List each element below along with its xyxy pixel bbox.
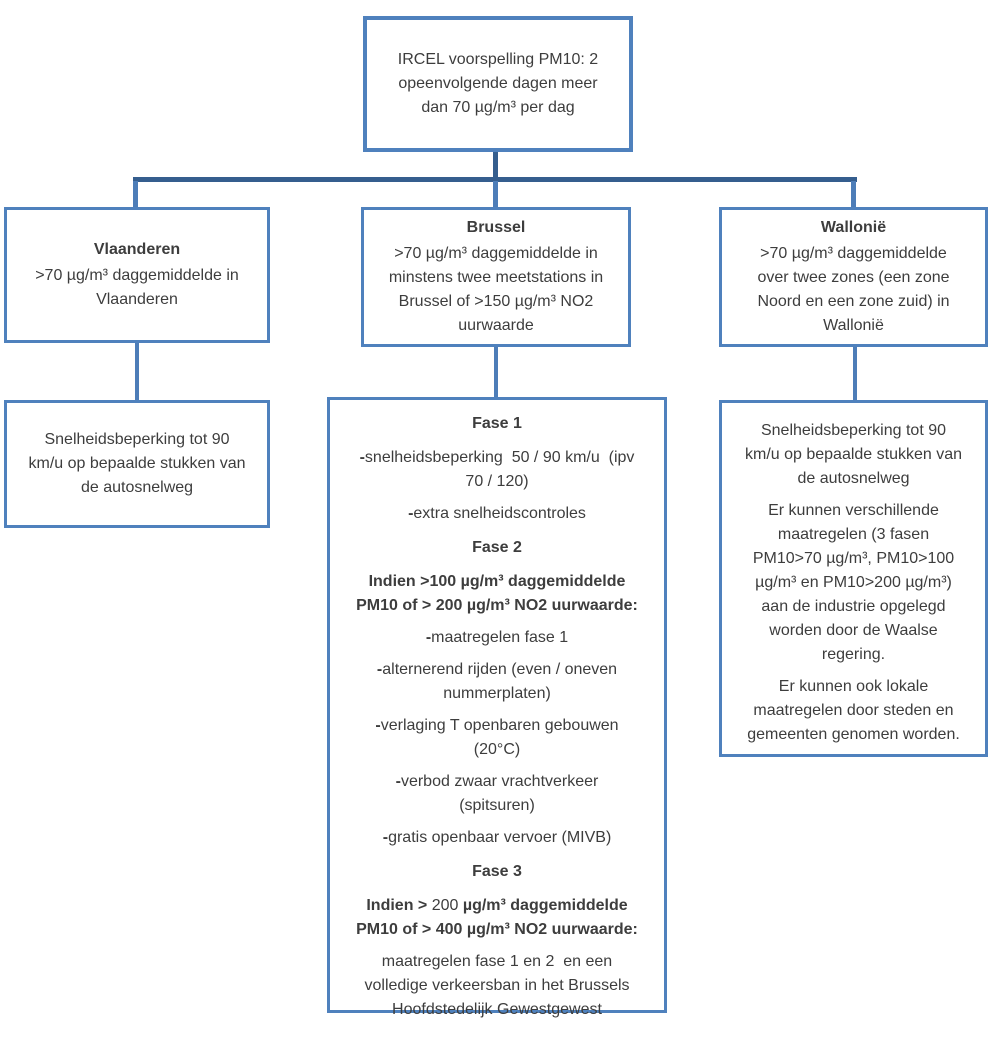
connector-wallonie-measures	[853, 347, 857, 400]
region-box-brussel: Brussel >70 µg/m³ daggemiddelde in minst…	[361, 207, 631, 347]
region-box-vlaanderen: Vlaanderen >70 µg/m³ daggemiddelde in Vl…	[4, 207, 270, 343]
connector-drop-vlaanderen	[133, 181, 138, 208]
dash-bullet: -	[425, 629, 432, 646]
measure-item: Snelheidsbeperking tot 90 km/u op bepaal…	[744, 422, 963, 487]
measures-box-vlaanderen: Snelheidsbeperking tot 90 km/u op bepaal…	[4, 400, 270, 528]
region-title-wallonie: Wallonië	[820, 219, 887, 236]
root-condition-box: IRCEL voorspelling PM10: 2 opeenvolgende…	[363, 16, 633, 152]
fase3-heading: Fase 3	[472, 863, 522, 880]
dash-bullet: -	[375, 717, 381, 734]
connector-root-stem	[493, 152, 498, 181]
measure-item: Er kunnen ook lokale maatregelen door st…	[747, 678, 960, 743]
region-box-wallonie: Wallonië >70 µg/m³ daggemiddelde over tw…	[719, 207, 988, 347]
region-criteria-wallonie: >70 µg/m³ daggemiddelde over twee zones …	[757, 245, 950, 334]
measures-box-brussel: Fase 1 -snelheidsbeperking 50 / 90 km/u …	[327, 397, 667, 1018]
fase2-heading: Fase 2	[472, 539, 522, 556]
measure-item: -snelheidsbeperking 50 / 90 km/u (ipv 70…	[359, 449, 635, 490]
root-condition-text: IRCEL voorspelling PM10: 2 opeenvolgende…	[397, 51, 599, 116]
region-criteria-vlaanderen: >70 µg/m³ daggemiddelde in Vlaanderen	[35, 267, 239, 308]
connector-vlaanderen-measures	[135, 343, 139, 400]
measure-item: -extra snelheidscontroles	[408, 505, 586, 522]
dash-bullet: -	[359, 449, 365, 466]
region-title-brussel: Brussel	[466, 219, 526, 236]
measures-box-wallonie: Snelheidsbeperking tot 90 km/u op bepaal…	[719, 400, 988, 757]
dash-bullet: -	[382, 829, 389, 846]
measure-item: Snelheidsbeperking tot 90 km/u op bepaal…	[28, 431, 246, 496]
dash-bullet: -	[408, 505, 414, 522]
region-criteria-brussel: >70 µg/m³ daggemiddelde in minstens twee…	[388, 245, 604, 334]
fase2-condition: Indien >100 µg/m³ daggemiddelde PM10 of …	[356, 573, 638, 614]
measure-item: -maatregelen fase 1	[425, 629, 569, 646]
region-title-vlaanderen: Vlaanderen	[93, 241, 181, 258]
connector-drop-wallonie	[851, 181, 856, 208]
fase3-condition: Indien > 200 µg/m³ daggemiddelde PM10 of…	[356, 897, 638, 938]
connector-horizontal-bar	[133, 177, 857, 182]
measure-item: maatregelen fase 1 en 2 en een volledige…	[364, 953, 630, 1018]
dash-bullet: -	[395, 773, 401, 790]
dash-bullet: -	[376, 661, 383, 678]
measure-item: -verlaging T openbaren gebouwen (20°C)	[375, 717, 619, 758]
connector-brussel-measures	[494, 347, 498, 397]
connector-drop-brussel	[493, 181, 498, 208]
measure-item: -alternerend rijden (even / oneven numme…	[376, 661, 618, 702]
fase1-heading: Fase 1	[472, 415, 522, 432]
measure-item: Er kunnen verschillende maatregelen (3 f…	[752, 502, 955, 663]
measure-item: -verbod zwaar vrachtverkeer (spitsuren)	[395, 773, 599, 814]
measure-item: -gratis openbaar vervoer (MIVB)	[382, 829, 612, 846]
